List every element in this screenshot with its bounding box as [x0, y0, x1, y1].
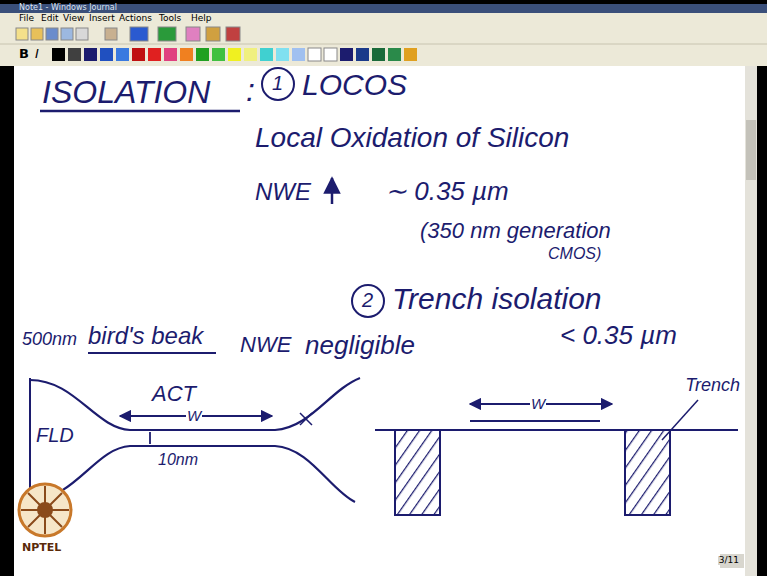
- color-swatch: [228, 48, 241, 61]
- menu-item: View: [62, 14, 85, 23]
- color-swatch: [164, 48, 177, 61]
- dimension: 500nm: [22, 330, 77, 348]
- dimension: W: [186, 408, 202, 423]
- color-swatch: [356, 48, 369, 61]
- note: NWE: [240, 334, 291, 356]
- color-swatch: [292, 48, 305, 61]
- menu-bar: [0, 13, 767, 24]
- silicon-surface: [375, 429, 395, 431]
- birds-beak-oxide: [30, 446, 355, 502]
- number-circle: [262, 68, 294, 100]
- color-swatch: [116, 48, 129, 61]
- region-label: FLD: [36, 425, 74, 445]
- toolbar-icon: [105, 28, 117, 40]
- pen-tool: [130, 27, 148, 41]
- toolbar: [0, 24, 767, 66]
- color-swatch: [52, 48, 65, 61]
- region-label: ACT: [152, 383, 196, 405]
- page: [14, 66, 745, 576]
- note: NWE: [255, 180, 311, 204]
- increase-arrow: [331, 178, 334, 204]
- item-number: 1: [272, 73, 283, 93]
- toolbar-icon: [16, 28, 28, 40]
- color-swatch: [388, 48, 401, 61]
- silicon-surface: [440, 429, 625, 431]
- color-swatch: [68, 48, 81, 61]
- toolbar-icon: [31, 28, 43, 40]
- menu-item: Edit: [40, 14, 59, 23]
- eraser-tool: [186, 27, 200, 41]
- color-swatch: [180, 48, 193, 61]
- color-swatch: [260, 48, 273, 61]
- underline: [88, 352, 216, 354]
- part-name: Trench: [685, 376, 740, 394]
- expansion: Local Oxidation of Silicon: [255, 124, 569, 152]
- color-swatch: [372, 48, 385, 61]
- dimension: W: [530, 396, 546, 411]
- color-swatch: [148, 48, 161, 61]
- underline: [40, 110, 240, 113]
- field-oxide-height: [29, 378, 31, 502]
- bold-button: B: [18, 47, 30, 60]
- color-swatch: [84, 48, 97, 61]
- note: negligible: [305, 332, 415, 358]
- window-title: Note1 - Windows Journal: [18, 4, 118, 12]
- lasso-tool: [206, 27, 220, 41]
- sketch-mark: [300, 413, 312, 425]
- toolbar-icon: [76, 28, 88, 40]
- part-name: bird's beak: [88, 324, 203, 348]
- menu-item: Insert: [88, 14, 116, 23]
- page-number: 3/11: [718, 556, 740, 565]
- color-swatch: [212, 48, 225, 61]
- leader-line: [662, 400, 698, 440]
- thickness-tick: [149, 432, 151, 444]
- color-swatch: [100, 48, 113, 61]
- trench-oxide: [625, 430, 670, 515]
- heading-item: Trench isolation: [392, 284, 602, 314]
- number-circle: [352, 285, 384, 317]
- toolbar-icon: [61, 28, 73, 40]
- color-swatch: [404, 48, 417, 61]
- dimension: 10nm: [158, 452, 198, 468]
- color-swatch: [340, 48, 353, 61]
- toolbar-divider: [0, 44, 767, 45]
- logo-ring: [19, 484, 71, 536]
- colon: :: [246, 74, 255, 106]
- logo-text: NPTEL: [22, 542, 61, 553]
- note: (350 nm generation: [420, 220, 611, 242]
- menu-item: File: [18, 14, 35, 23]
- scrollbar: [745, 66, 757, 576]
- birds-beak-oxide: [30, 378, 360, 430]
- item-number: 2: [362, 290, 373, 310]
- color-swatch: [132, 48, 145, 61]
- menu-item: Actions: [118, 14, 153, 23]
- menu-item: Tools: [158, 14, 182, 23]
- dimension: < 0.35 µm: [560, 322, 677, 348]
- slide-title: ISOLATION: [42, 76, 210, 108]
- color-swatch: [324, 48, 337, 61]
- color-swatch: [244, 48, 257, 61]
- logo-spokes: [21, 486, 69, 534]
- sketch-mark: [300, 413, 312, 425]
- highlighter-tool: [158, 27, 176, 41]
- italic-button: I: [34, 47, 40, 60]
- toolbar-icon: [46, 28, 58, 40]
- scroll-thumb: [746, 120, 756, 180]
- color-swatch: [308, 48, 321, 61]
- trench-oxide: [395, 430, 440, 515]
- flag-tool: [226, 27, 240, 41]
- menu-item: Help: [190, 14, 213, 23]
- gate-oxide: [470, 420, 600, 422]
- note: CMOS): [548, 246, 601, 262]
- title-bar: [0, 4, 767, 13]
- color-swatch: [276, 48, 289, 61]
- heading-item: LOCOS: [302, 70, 407, 100]
- color-swatch: [196, 48, 209, 61]
- silicon-surface: [670, 429, 738, 431]
- dimension: ∼ 0.35 µm: [385, 178, 509, 204]
